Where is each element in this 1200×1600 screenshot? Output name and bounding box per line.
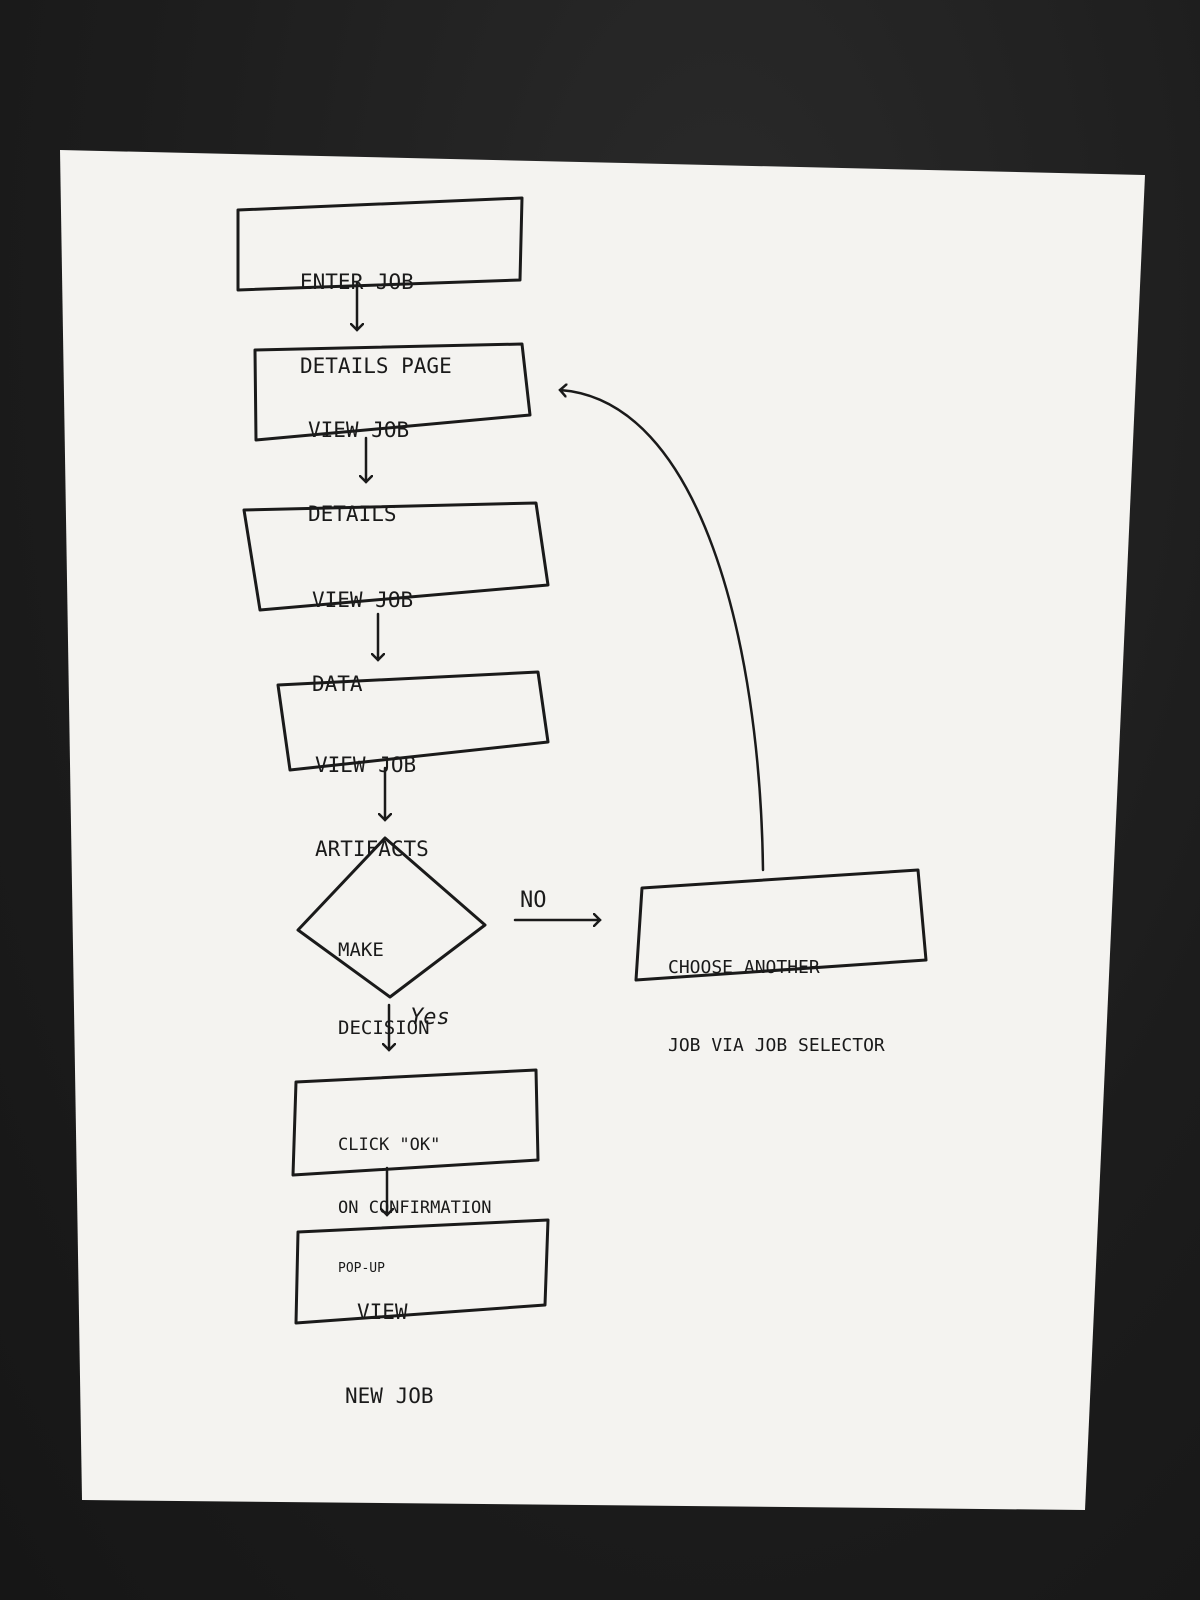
node-click-ok-line-1: CLICK "OK" xyxy=(338,1135,441,1155)
node-view-new-label: VIEW NEW JOB xyxy=(345,1242,434,1438)
box-view-artifacts xyxy=(276,670,550,772)
node-view-data-label: VIEW JOB DATA xyxy=(312,530,413,726)
node-enter-line-1: ENTER JOB xyxy=(300,270,414,294)
node-view-details-line-1: VIEW JOB xyxy=(308,418,410,442)
node-click-ok-line-3: POP-UP xyxy=(338,1261,385,1276)
node-view-new-line-2: NEW JOB xyxy=(345,1384,434,1408)
edge-label-no: NO xyxy=(520,888,547,913)
node-click-ok-line-2: ON CONFIRMATION xyxy=(338,1198,492,1218)
node-choose-line-1: CHOOSE ANOTHER xyxy=(668,957,820,978)
node-view-details-label: VIEW JOB DETAILS xyxy=(308,360,409,556)
paper-sheet xyxy=(60,150,1145,1510)
node-enter-line-2: DETAILS PAGE xyxy=(300,354,452,378)
edge-label-yes: Yes xyxy=(410,1005,450,1030)
node-view-data-line-2: DATA xyxy=(312,672,363,696)
node-click-ok-label: CLICK "OK" ON CONFIRMATION POP-UP xyxy=(338,1093,492,1297)
node-choose-label: CHOOSE ANOTHER JOB VIA JOB SELECTOR xyxy=(668,903,885,1085)
diamond-decision xyxy=(296,836,487,999)
node-decision-line-1: MAKE xyxy=(338,939,384,961)
box-choose xyxy=(634,868,928,982)
node-view-details-line-2: DETAILS xyxy=(308,502,397,526)
box-view-details xyxy=(253,342,532,442)
node-view-data-line-1: VIEW JOB xyxy=(312,588,414,612)
node-choose-line-2: JOB VIA JOB SELECTOR xyxy=(668,1035,885,1056)
node-view-artifacts-line-2: ARTIFACTS xyxy=(315,837,429,861)
arrow-choose-loop-back xyxy=(560,390,765,872)
box-view-data xyxy=(242,501,550,612)
node-view-artifacts-line-1: VIEW JOB xyxy=(315,753,417,777)
node-view-artifacts-label: VIEW JOB ARTIFACTS xyxy=(315,695,429,891)
node-view-new-line-1: VIEW xyxy=(357,1300,408,1324)
box-view-new xyxy=(294,1218,550,1325)
node-decision-label: MAKE DECISION xyxy=(338,885,430,1067)
box-enter xyxy=(236,196,524,292)
node-enter-label: ENTER JOB DETAILS PAGE xyxy=(300,212,452,408)
node-decision-line-2: DECISION xyxy=(338,1017,430,1039)
box-click-ok xyxy=(291,1068,540,1177)
